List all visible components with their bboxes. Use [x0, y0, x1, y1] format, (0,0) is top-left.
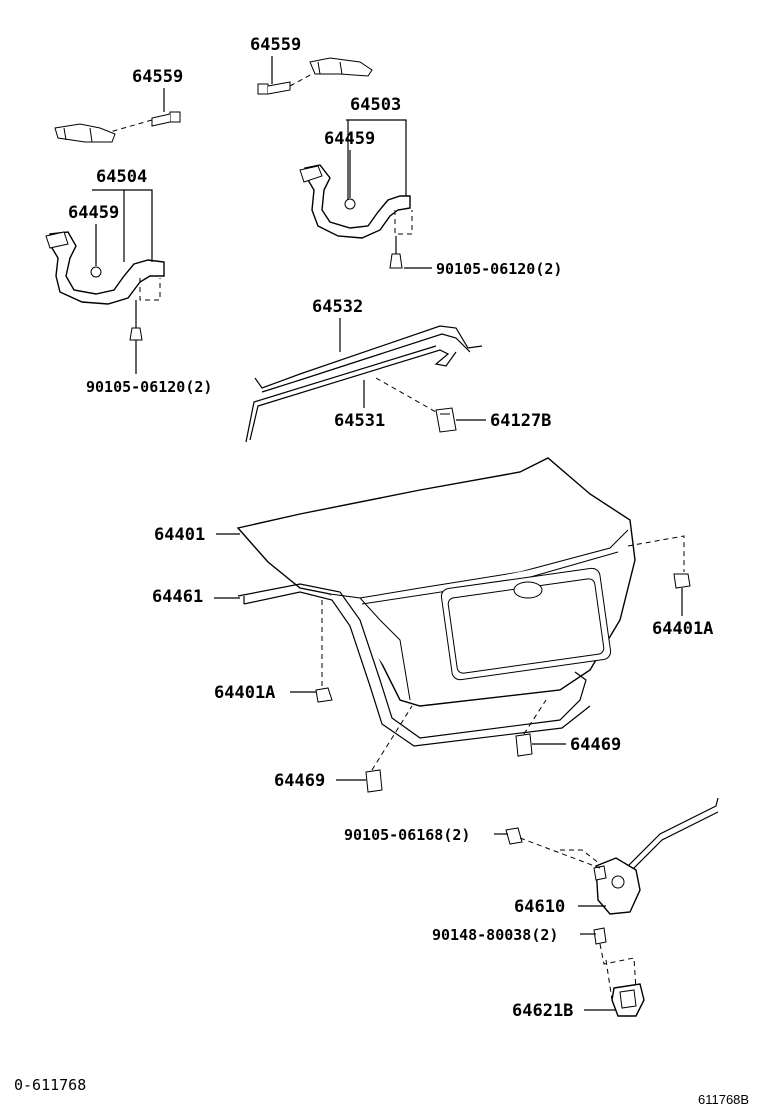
label-64401a-left: 64401A [214, 683, 275, 703]
label-64459-left: 64459 [68, 203, 119, 223]
clip-64127b-drawing [375, 377, 457, 433]
label-64401a-right: 64401A [652, 619, 713, 639]
label-64621b: 64621B [512, 1001, 573, 1021]
label-64503: 64503 [350, 95, 401, 115]
label-64461: 64461 [152, 587, 203, 607]
label-90148-80038: 90148-80038(2) [432, 926, 558, 944]
lock-assembly-drawing [505, 797, 719, 1017]
trunk-lid-drawing [236, 457, 636, 707]
label-64532: 64532 [312, 297, 363, 317]
hinge-pin-lower-drawing [54, 111, 181, 143]
hinge-right-drawing [299, 164, 413, 269]
label-64469-left: 64469 [274, 771, 325, 791]
label-64559-lower: 64559 [132, 67, 183, 87]
label-90105-06120-left: 90105-06120(2) [86, 378, 212, 396]
label-90105-06120-right: 90105-06120(2) [436, 260, 562, 278]
label-64610: 64610 [514, 897, 565, 917]
label-90105-06168: 90105-06168(2) [344, 826, 470, 844]
label-64127b: 64127B [490, 411, 551, 431]
hinge-left-drawing [45, 231, 165, 341]
label-64459-right: 64459 [324, 129, 375, 149]
leader-lines [92, 56, 683, 1011]
label-64531: 64531 [334, 411, 385, 431]
label-64401: 64401 [154, 525, 205, 545]
weatherstrip-drawing [237, 583, 591, 747]
illustration-code-right: 611768B [698, 1092, 749, 1107]
illustration-code-left: 0-611768 [14, 1076, 86, 1094]
label-64559-upper: 64559 [250, 35, 301, 55]
hinge-pin-upper-drawing [257, 57, 373, 95]
torsion-bars-drawing [245, 325, 483, 443]
label-64469-right: 64469 [570, 735, 621, 755]
label-64504: 64504 [96, 167, 147, 187]
bumper-parts-drawing [315, 535, 691, 793]
